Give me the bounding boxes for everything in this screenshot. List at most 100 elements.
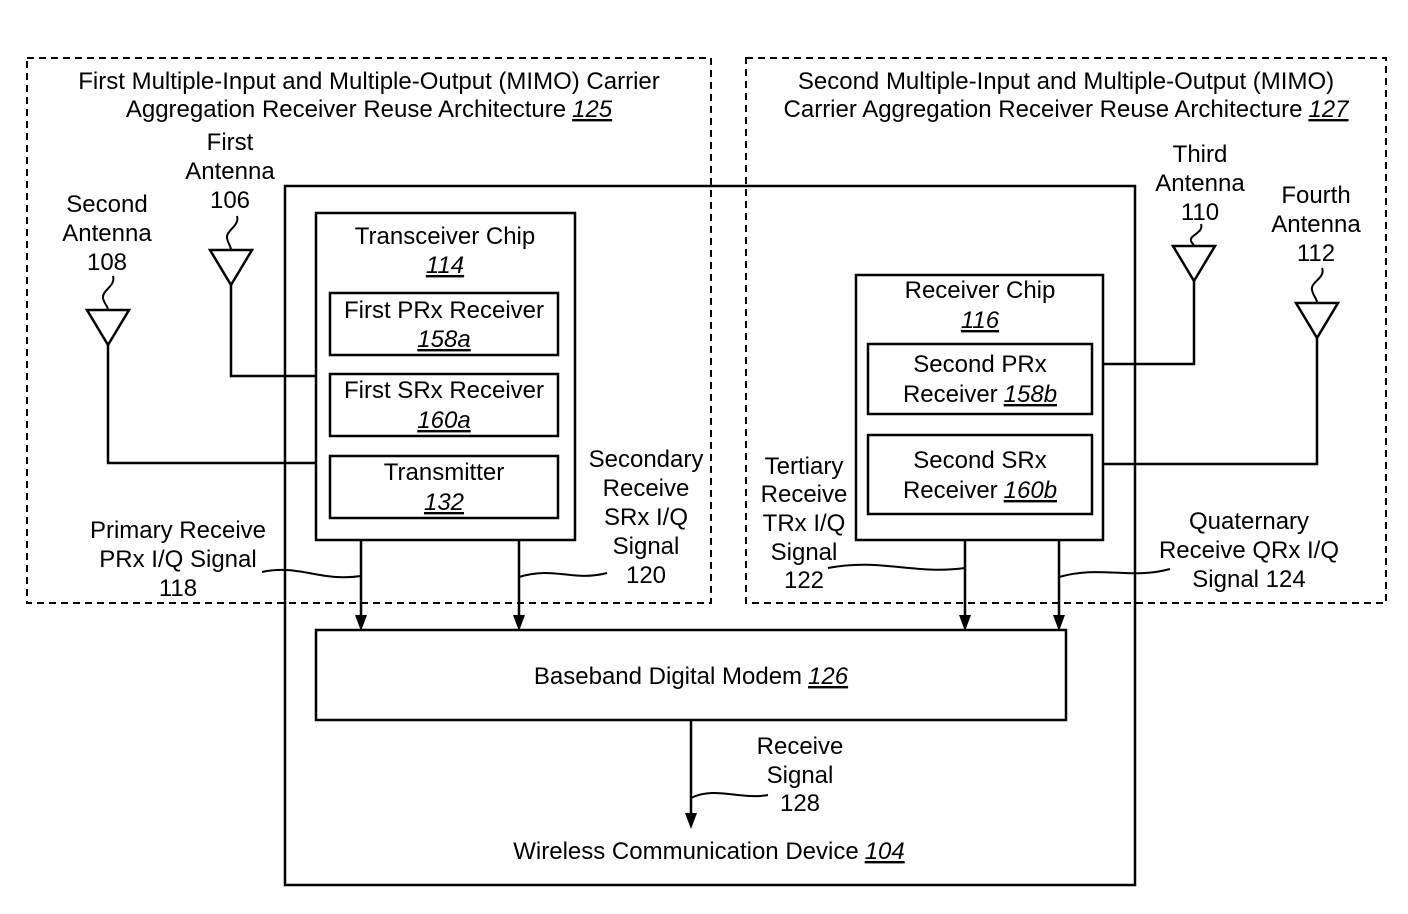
tertiary-signal-line3: TRx I/Q (763, 510, 846, 537)
third-antenna-label-line2: Antenna (1155, 170, 1245, 197)
first-prx-receiver-box (328, 291, 560, 357)
quaternary-signal-leader (1058, 568, 1171, 578)
first-antenna-wire (229, 285, 316, 378)
fourth-antenna-label-line3: 112 (1297, 240, 1335, 267)
baseband-modem-ref: 126 (808, 663, 849, 690)
primary-signal-line1: Primary Receive (90, 517, 266, 544)
quaternary-signal-line1: Quaternary (1189, 508, 1309, 535)
second-antenna-wire (106, 345, 316, 465)
wireless-device-label-text: Wireless Communication Device (513, 838, 858, 865)
receiver-chip-ref: 116 (961, 307, 1000, 334)
second-antenna: Second Antenna 108 (62, 191, 316, 465)
second-antenna-label-line1: Second (66, 191, 147, 218)
third-antenna-label-line1: Third (1173, 141, 1228, 168)
second-antenna-label-line2: Antenna (62, 220, 152, 247)
receive-signal-leader (690, 792, 769, 799)
receive-signal-arrowhead (685, 813, 697, 829)
secondary-signal-line1: Secondary (589, 446, 704, 473)
prx-signal-arrowhead (355, 615, 367, 631)
fourth-antenna-label-line2: Antenna (1271, 211, 1361, 238)
second-antenna-leader (102, 275, 115, 311)
second-prx-receiver-line2-text: Receiver (903, 381, 998, 408)
right-architecture-title-line1: Second Multiple-Input and Multiple-Outpu… (798, 68, 1334, 95)
right-architecture-dashed-box (745, 57, 1387, 604)
secondary-signal-leader (518, 571, 608, 578)
third-antenna-label-line3: 110 (1181, 199, 1219, 226)
first-antenna: First Antenna 106 (185, 129, 316, 378)
receive-signal-line2: Signal (767, 762, 834, 789)
second-prx-receiver-ref: 158b (1004, 381, 1057, 408)
second-antenna-icon (84, 308, 132, 348)
left-architecture-title-text: Aggregation Receiver Reuse Architecture (126, 96, 566, 123)
right-architecture-title-text: Carrier Aggregation Receiver Reuse Archi… (784, 96, 1303, 123)
primary-receive-signal-label: Primary Receive PRx I/Q Signal 118 (90, 517, 362, 602)
fourth-antenna-wire (1103, 338, 1319, 466)
fourth-antenna-label-line1: Fourth (1281, 182, 1350, 209)
first-antenna-label-line3: 106 (210, 187, 250, 214)
trx-signal-arrowhead (959, 615, 971, 631)
wireless-device-ref: 104 (865, 838, 905, 865)
wireless-device-label: Wireless Communication Device 104 (513, 838, 904, 865)
first-prx-receiver-ref: 158a (417, 326, 470, 353)
qrx-signal-arrowhead (1053, 615, 1065, 631)
primary-signal-line2: PRx I/Q Signal (99, 546, 256, 573)
third-antenna: Third Antenna 110 (1103, 141, 1245, 366)
transceiver-chip: Transceiver Chip 114 First PRx Receiver … (314, 211, 577, 542)
secondary-signal-line4: Signal (613, 533, 680, 560)
receive-signal-line3: 128 (780, 790, 820, 817)
tertiary-receive-signal-label: Tertiary Receive TRx I/Q Signal 122 (761, 453, 966, 594)
first-antenna-label-line2: Antenna (185, 158, 275, 185)
transceiver-chip-label: Transceiver Chip (355, 223, 536, 250)
quaternary-receive-signal-label: Quaternary Receive QRx I/Q Signal 124 (1058, 508, 1339, 593)
receive-signal-label: Receive Signal 128 (690, 733, 844, 817)
tertiary-signal-line4: Signal (771, 539, 838, 566)
receiver-chip-box (854, 273, 1105, 542)
second-srx-receiver-ref: 160b (1004, 477, 1057, 504)
left-architecture-ref: 125 (572, 96, 613, 123)
transceiver-chip-ref: 114 (426, 252, 464, 279)
right-architecture-title-line2: Carrier Aggregation Receiver Reuse Archi… (784, 96, 1351, 123)
tertiary-signal-line1: Tertiary (765, 453, 844, 480)
third-antenna-icon (1170, 244, 1218, 284)
fourth-antenna-icon (1293, 301, 1341, 341)
left-architecture-dashed-box (26, 57, 712, 604)
first-srx-receiver-ref: 160a (417, 407, 470, 434)
second-srx-receiver-box (866, 433, 1094, 516)
second-prx-receiver-box (866, 342, 1094, 416)
srx-signal-arrowhead (513, 615, 525, 631)
transmitter-label: Transmitter (384, 459, 504, 486)
transmitter-ref: 132 (424, 489, 464, 516)
primary-signal-line3: 118 (159, 575, 197, 602)
secondary-signal-line2: Receive (603, 475, 690, 502)
secondary-signal-line5: 120 (626, 562, 666, 589)
first-srx-receiver-box (328, 372, 560, 438)
secondary-receive-signal-label: Secondary Receive SRx I/Q Signal 120 (518, 446, 704, 589)
primary-signal-leader (261, 568, 362, 579)
first-antenna-icon (207, 248, 255, 288)
third-antenna-leader (1189, 223, 1203, 247)
receiver-chip-label: Receiver Chip (905, 277, 1056, 304)
right-architecture-ref: 127 (1308, 96, 1350, 123)
tertiary-signal-line5: 122 (784, 567, 824, 594)
baseband-modem-label-text: Baseband Digital Modem (534, 663, 802, 690)
quaternary-signal-line2: Receive QRx I/Q (1159, 537, 1339, 564)
tertiary-signal-line2: Receive (761, 481, 848, 508)
first-antenna-leader (226, 215, 239, 251)
receive-signal-line1: Receive (757, 733, 844, 760)
transmitter-box (328, 454, 560, 520)
secondary-signal-line3: SRx I/Q (604, 504, 688, 531)
first-antenna-label-line1: First (207, 129, 254, 156)
first-prx-receiver-label: First PRx Receiver (344, 297, 544, 324)
quaternary-signal-line3: Signal 124 (1192, 566, 1305, 593)
second-prx-receiver-line1: Second PRx (913, 351, 1046, 378)
first-srx-receiver-label: First SRx Receiver (344, 377, 544, 404)
second-srx-receiver-line1: Second SRx (913, 447, 1046, 474)
second-srx-receiver-line2-text: Receiver (903, 477, 998, 504)
wireless-device-box (283, 184, 1137, 887)
